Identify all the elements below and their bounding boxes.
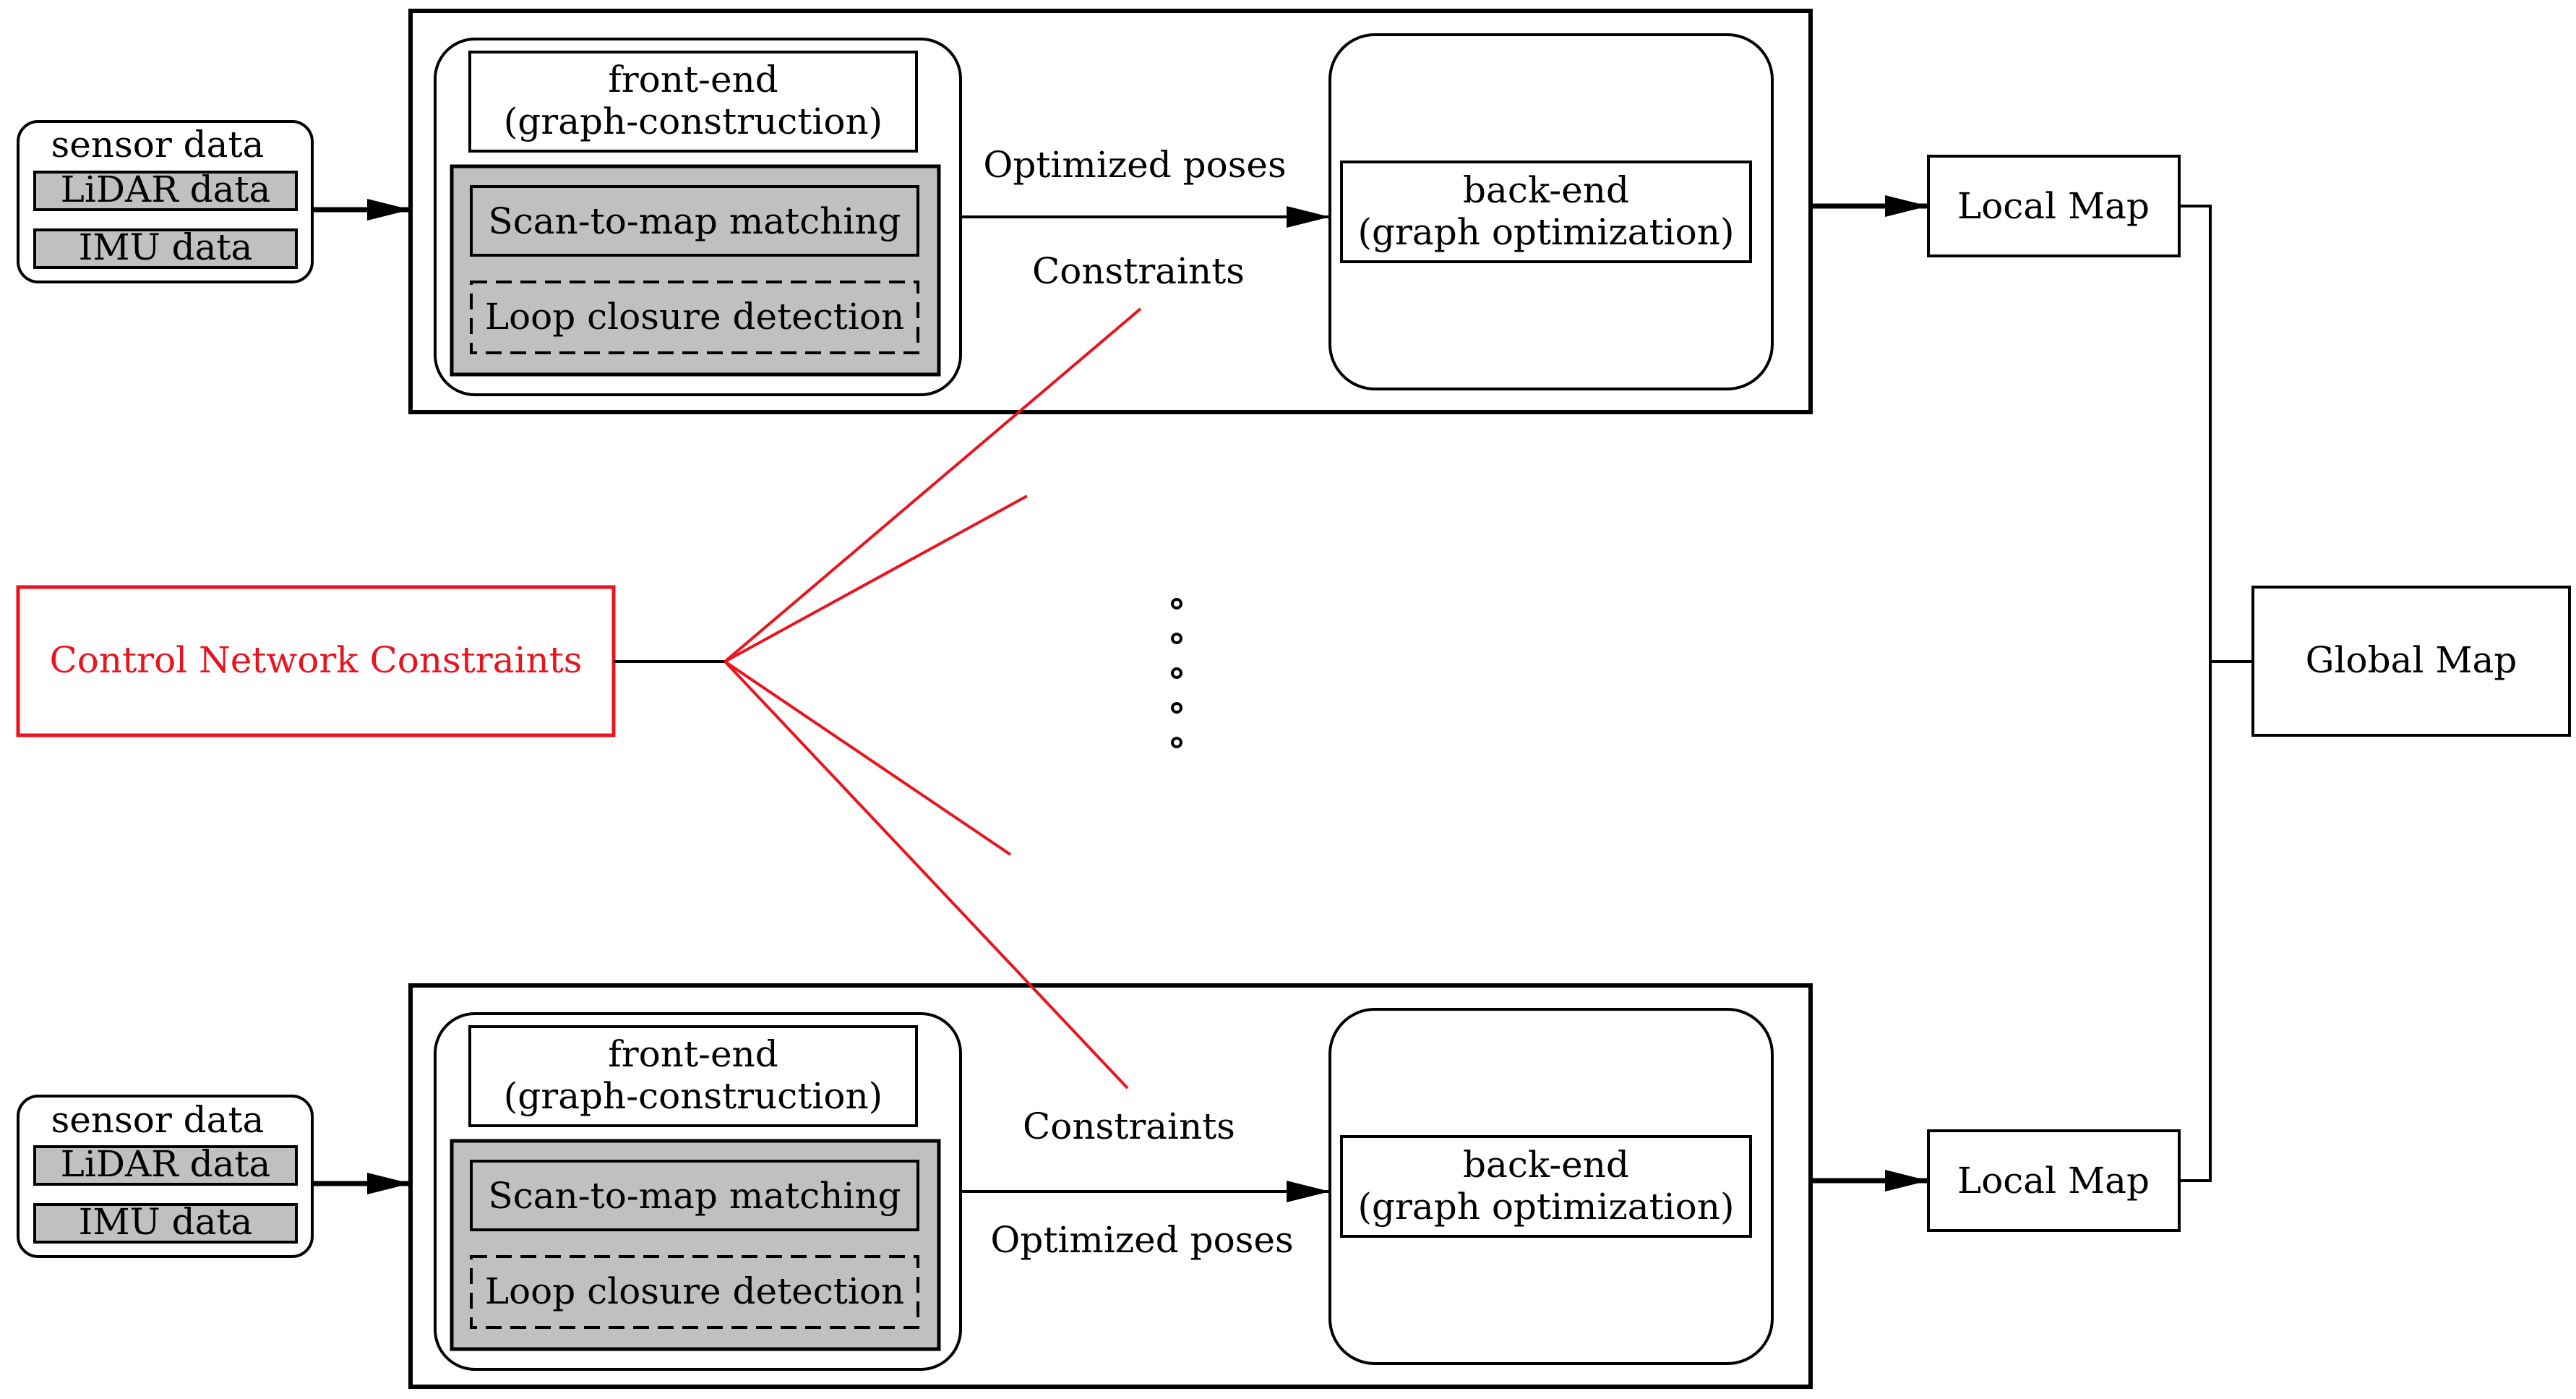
top-frontend-box (468, 51, 918, 153)
global-map-group: Global Map (2179, 205, 2571, 1182)
constraint-line-lower (724, 660, 1012, 856)
bottom-sensor-title: sensor data (51, 1099, 265, 1141)
top-lidar-box (33, 171, 298, 211)
global-map-box (2251, 586, 2571, 737)
top-backend-line2: (graph optimization) (1358, 211, 1735, 253)
top-loop-closure-label: Loop closure detection (485, 296, 904, 338)
bottom-backend-box (1340, 1135, 1752, 1238)
top-frontend-line1: front-end (608, 59, 778, 100)
ellipsis-dot (1171, 667, 1182, 679)
bottom-local-map-label: Local Map (1957, 1160, 2150, 1202)
top-imu-box (33, 228, 298, 269)
bottom-lidar-label: LiDAR data (61, 1143, 271, 1185)
bottom-frontend-line1: front-end (608, 1033, 778, 1075)
bottom-backend-line2: (graph optimization) (1358, 1186, 1735, 1228)
constraint-fan (724, 307, 1142, 1090)
constraint-line-top (724, 307, 1142, 663)
bottom-sensor-box: sensor data LiDAR data IMU data (17, 1095, 314, 1258)
local-to-global-connector (2179, 205, 2212, 1182)
vertical-ellipsis (1171, 598, 1182, 748)
top-optimized-poses-label: Optimized poses (983, 144, 1286, 186)
control-network-box (16, 585, 616, 737)
top-backend-line1: back-end (1463, 169, 1629, 211)
top-sensor-box: sensor data LiDAR data IMU data (17, 120, 314, 283)
top-pipeline: sensor data LiDAR data IMU data front-en… (17, 9, 2181, 414)
top-scan-matching-label: Scan-to-map matching (488, 200, 901, 242)
top-constraints-label: Constraints (1032, 250, 1245, 292)
control-network-label: Control Network Constraints (50, 639, 583, 681)
bottom-imu-label: IMU data (79, 1201, 253, 1243)
top-frontend-line2: (graph-construction) (504, 100, 883, 142)
top-backend-box (1340, 161, 1752, 263)
bottom-frontend-line2: (graph-construction) (504, 1075, 883, 1117)
bottom-scan-matching-box (470, 1160, 919, 1231)
bottom-constraints-label: Constraints (1023, 1105, 1235, 1147)
ellipsis-dot (1171, 598, 1182, 609)
constraint-line-bottom (724, 660, 1129, 1090)
ellipsis-dot (1171, 633, 1182, 644)
bottom-pipeline: sensor data LiDAR data IMU data front-en… (17, 983, 2181, 1389)
global-map-label: Global Map (2306, 639, 2517, 681)
bottom-scan-matching-label: Scan-to-map matching (488, 1175, 901, 1217)
ellipsis-dot (1171, 737, 1182, 748)
bottom-optimized-poses-label: Optimized poses (990, 1219, 1293, 1261)
bottom-loop-closure-label: Loop closure detection (485, 1270, 904, 1312)
bottom-frontend-box (468, 1025, 918, 1127)
ellipsis-dot (1171, 702, 1182, 714)
top-outer-frame (408, 9, 1813, 414)
bottom-backend-line1: back-end (1463, 1144, 1629, 1186)
top-sensor-title: sensor data (51, 124, 265, 166)
top-loop-closure-box (470, 281, 919, 354)
control-network-group: Control Network Constraints (16, 307, 1142, 1090)
bottom-lidar-box (33, 1145, 298, 1186)
top-imu-label: IMU data (79, 226, 253, 268)
bottom-local-map-box (1927, 1129, 2181, 1232)
bottom-imu-box (33, 1203, 298, 1244)
bottom-loop-closure-box (470, 1255, 919, 1329)
top-local-map-label: Local Map (1957, 185, 2150, 227)
top-lidar-label: LiDAR data (61, 168, 271, 210)
constraint-line-upper (724, 495, 1028, 663)
top-scan-matching-box (470, 185, 919, 257)
bottom-outer-frame (408, 983, 1813, 1389)
